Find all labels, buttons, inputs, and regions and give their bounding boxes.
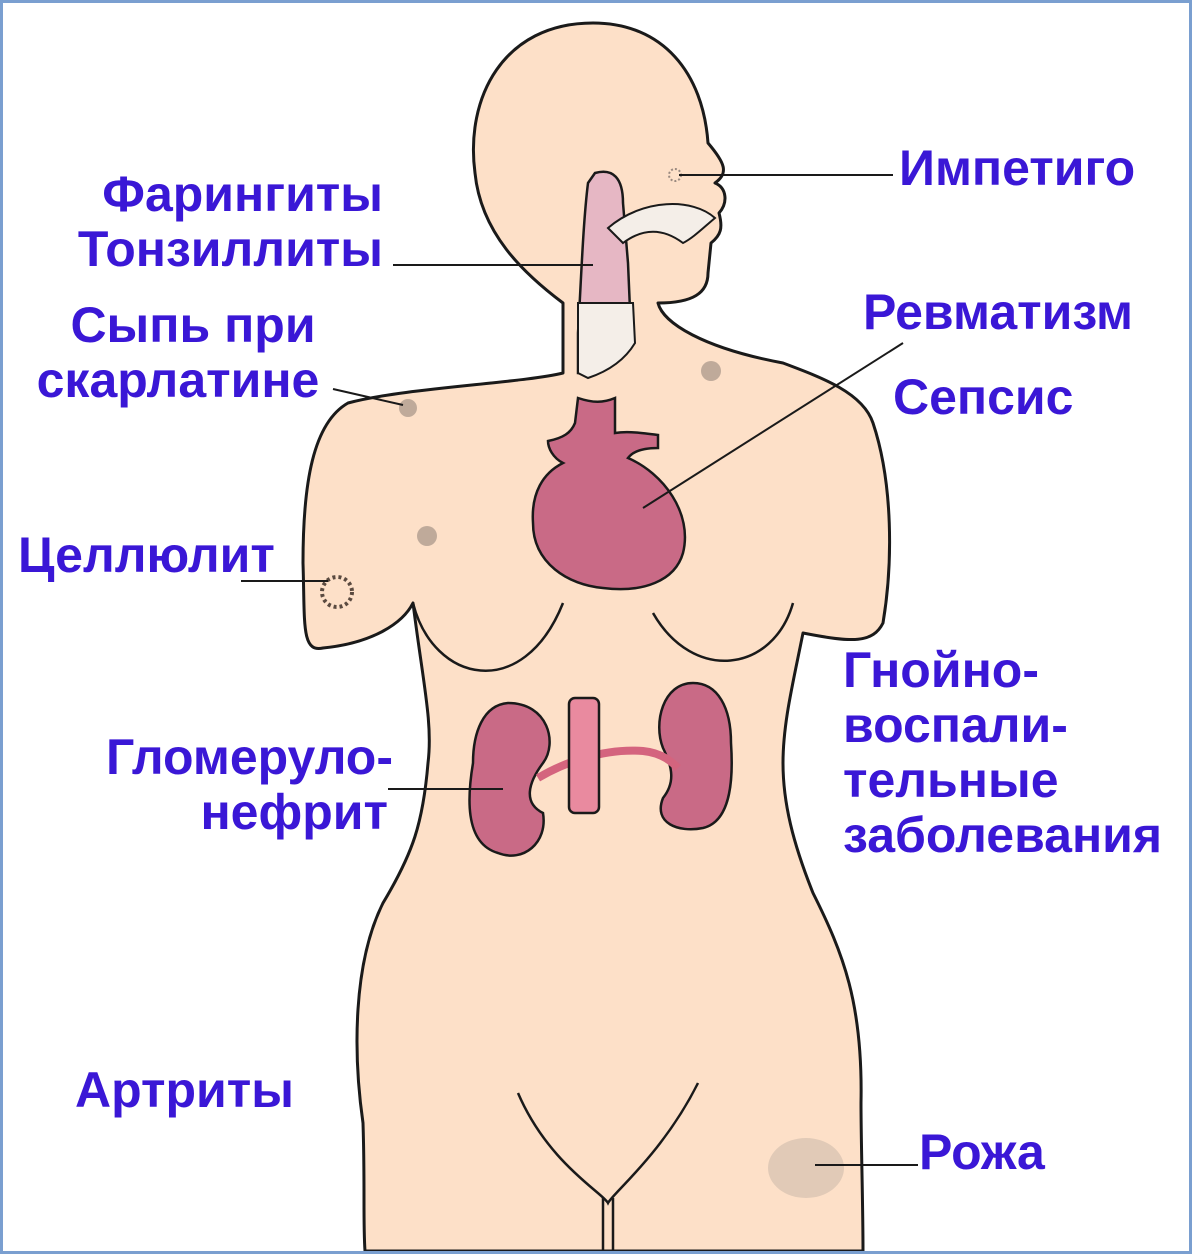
rash-spot-shoulder xyxy=(399,399,417,417)
label-purulent-line2: воспали- xyxy=(843,698,1068,753)
label-erysipelas: Рожа xyxy=(919,1125,1045,1180)
rash-spot-neck xyxy=(701,361,721,381)
label-glomerulo-line2: нефрит xyxy=(103,785,388,840)
erysipelas-spot xyxy=(768,1138,844,1198)
label-rheumatism: Ревматизм xyxy=(863,285,1133,340)
label-rash-line2: скарлатине xyxy=(13,353,343,408)
aorta-organ xyxy=(569,698,599,813)
rash-spot-chest xyxy=(417,526,437,546)
label-purulent-line1: Гнойно- xyxy=(843,643,1039,698)
label-purulent-line3: тельные xyxy=(843,753,1059,808)
label-purulent-line4: заболевания xyxy=(843,808,1162,863)
label-sepsis: Сепсис xyxy=(893,370,1073,425)
label-impetigo: Импетиго xyxy=(899,141,1135,196)
label-pharyngitis: Фарингиты xyxy=(63,167,383,222)
label-tonsillitis: Тонзиллиты xyxy=(23,222,383,277)
kidney-right xyxy=(659,683,731,829)
label-glomerulo-line1: Гломеруло- xyxy=(43,730,393,785)
label-rash-line1: Сыпь при xyxy=(43,298,343,353)
label-arthritis: Артриты xyxy=(75,1063,294,1118)
label-cellulitis: Целлюлит xyxy=(18,528,275,583)
